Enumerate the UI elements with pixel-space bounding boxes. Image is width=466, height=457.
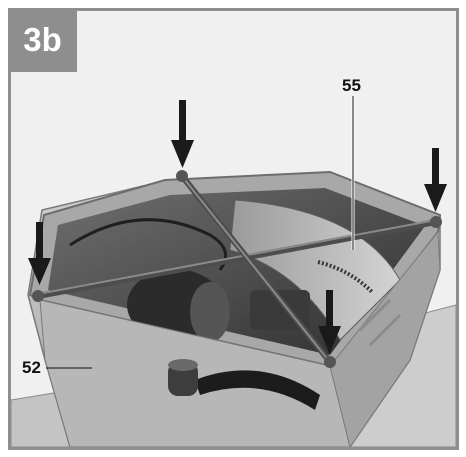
brace-rod-cross-highlight	[180, 174, 330, 362]
mount-point-right	[430, 216, 442, 228]
arrow-left	[28, 222, 51, 285]
mount-point-top	[176, 170, 188, 182]
arrow-top	[171, 100, 194, 168]
housing-rib	[358, 298, 392, 332]
housing-rib	[368, 313, 402, 347]
motor-end	[190, 282, 230, 342]
tilt-knob-face	[168, 359, 198, 371]
brace-rod-long	[37, 219, 437, 299]
brace-rod-long-highlight	[37, 219, 437, 295]
arrow-front	[318, 290, 341, 354]
callout-part-55: 55	[342, 76, 361, 95]
base-plate-left	[11, 391, 71, 447]
figure-number-badge: 3b	[8, 8, 77, 72]
power-cable	[69, 218, 228, 271]
tilt-slot	[195, 370, 320, 410]
mount-point-front	[324, 356, 336, 368]
blade-teeth	[317, 260, 374, 294]
tilt-knob	[168, 362, 198, 396]
housing-right-face	[329, 230, 441, 447]
arrow-right	[424, 148, 447, 212]
callout-part-52: 52	[22, 358, 41, 377]
mount-point-left	[32, 290, 44, 302]
